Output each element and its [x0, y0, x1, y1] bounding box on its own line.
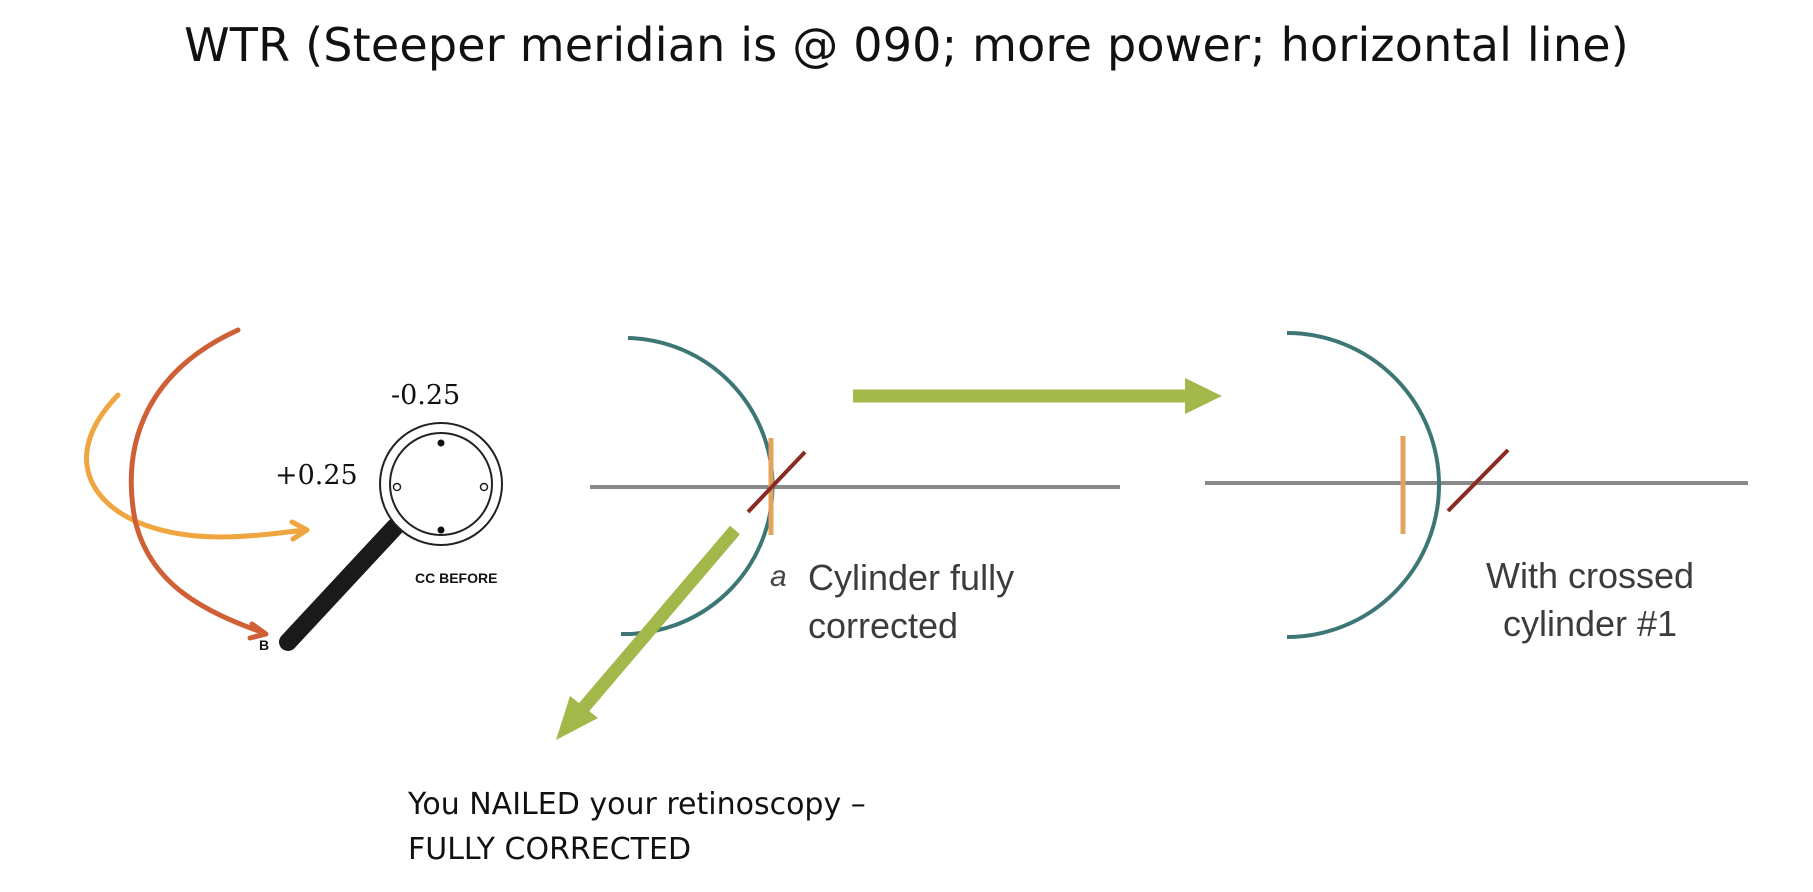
plus-power-label: +0.25: [275, 460, 358, 491]
focal-line-oblique-b: [1446, 448, 1510, 513]
retinoscopy-note: You NAILED your retinoscopy – FULLY CORR…: [408, 782, 866, 872]
panel-b-caption-line1: With crossed: [1485, 555, 1695, 596]
panel-a-caption: Cylinder fully corrected: [808, 554, 1014, 650]
panel-a-caption-line1: Cylinder fully: [808, 557, 1015, 598]
handle-letter-b: B: [259, 637, 270, 653]
cc-before-caption: CC BEFORE: [415, 570, 498, 586]
panel-b-caption: With crossed cylinder #1: [1450, 552, 1730, 648]
panel-a-letter: a: [770, 560, 787, 593]
note-line1: You NAILED your retinoscopy –: [408, 787, 866, 822]
orange-curve-arrowhead: [289, 519, 310, 542]
cornea-arc-b: [1286, 331, 1441, 639]
green-arrowhead-right: [1185, 378, 1222, 414]
panel-b-caption-line2: cylinder #1: [1502, 603, 1678, 644]
orange-curve-arrow: [84, 392, 308, 540]
red-curve-arrow: [128, 327, 267, 636]
panel-a-caption-line2: corrected: [808, 605, 959, 646]
retinoscope-icon: [279, 422, 503, 651]
green-arrowhead-down: [556, 696, 598, 740]
red-curve-arrowhead: [247, 621, 269, 641]
focal-line-oblique-a: [746, 450, 807, 514]
minus-power-label: -0.25: [391, 380, 461, 411]
note-line2: FULLY CORRECTED: [408, 832, 692, 867]
green-arrow-down: [575, 525, 740, 717]
slide-title: WTR (Steeper meridian is @ 090; more pow…: [184, 18, 1629, 72]
